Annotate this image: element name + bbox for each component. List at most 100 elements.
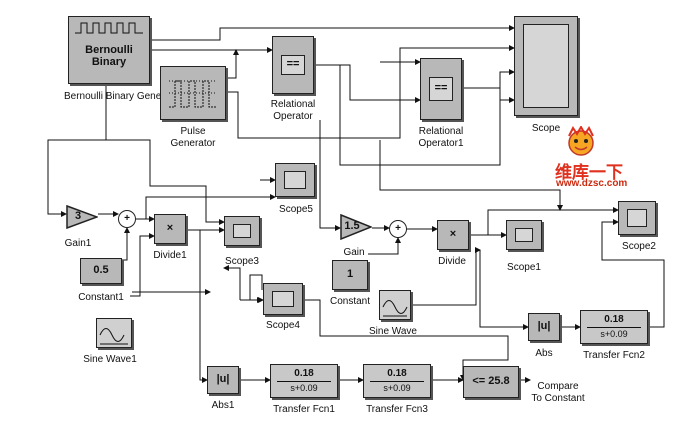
signal-line bbox=[130, 233, 155, 297]
constant-label: Constant bbox=[329, 296, 371, 307]
bernoulli-block[interactable]: Bernoulli Binary bbox=[68, 16, 150, 84]
pulse-wave-icon bbox=[169, 80, 217, 108]
relop-block[interactable]: == bbox=[272, 36, 314, 94]
signal-line bbox=[199, 230, 208, 383]
sinewave1-block[interactable] bbox=[96, 318, 132, 348]
abs1-value: |u| bbox=[216, 373, 230, 386]
sine-wave-icon bbox=[99, 328, 128, 345]
scope5-label: Scope5 bbox=[279, 204, 313, 215]
relop-value: == bbox=[286, 58, 300, 71]
tf1-numerator: 0.18 bbox=[294, 367, 314, 379]
signal-line bbox=[226, 49, 239, 79]
signal-line bbox=[487, 207, 619, 235]
signal-line bbox=[150, 25, 515, 41]
sum1-sum-icon[interactable]: + bbox=[118, 210, 136, 228]
pulse-label: Pulse Generator bbox=[170, 126, 216, 149]
tf1-denominator: s+0.09 bbox=[290, 383, 318, 394]
scope-block[interactable] bbox=[514, 16, 578, 116]
signal-line bbox=[479, 250, 529, 330]
relop1-block[interactable]: == bbox=[420, 58, 462, 120]
gain-value: 1.5 bbox=[344, 220, 360, 233]
gain-triangle-icon bbox=[66, 205, 98, 229]
watermark-url: www.dzsc.com bbox=[556, 178, 628, 189]
sum-sign: + bbox=[395, 222, 401, 234]
relop1-label: Relational Operator1 bbox=[418, 126, 464, 149]
mascot-logo-icon bbox=[568, 126, 594, 156]
operator-frame bbox=[429, 77, 453, 101]
scope4-label: Scope4 bbox=[266, 320, 300, 331]
signal-line bbox=[303, 299, 509, 381]
scope3-label: Scope3 bbox=[225, 256, 259, 267]
signal-line bbox=[319, 120, 341, 231]
signal-line bbox=[368, 237, 401, 255]
signal-line bbox=[106, 139, 225, 225]
scope5-block[interactable] bbox=[275, 163, 315, 197]
signal-line bbox=[120, 227, 130, 261]
tf3-label: Transfer Fcn3 bbox=[366, 404, 428, 415]
operator-frame bbox=[281, 55, 305, 75]
divide-label: Divide bbox=[438, 256, 466, 267]
tf1-label: Transfer Fcn1 bbox=[273, 404, 335, 415]
tf2-label: Transfer Fcn2 bbox=[583, 350, 645, 361]
divide-block[interactable]: × bbox=[437, 220, 469, 250]
pulse-block[interactable] bbox=[160, 66, 226, 120]
sine-wave-icon bbox=[382, 300, 408, 317]
signal-line bbox=[379, 140, 563, 211]
tf2-denominator: s+0.09 bbox=[600, 329, 628, 340]
signal-line bbox=[412, 247, 481, 306]
scope-screen-icon bbox=[233, 224, 251, 238]
abs1-label: Abs1 bbox=[211, 400, 235, 411]
divide1-value: × bbox=[166, 222, 174, 235]
sinewave-block[interactable] bbox=[379, 290, 411, 320]
relop-label: Relational Operator bbox=[270, 99, 316, 122]
gain-triangle-icon bbox=[340, 214, 372, 240]
watermark-title: 维库一下 bbox=[555, 163, 623, 182]
compare-label: Compare To Constant bbox=[531, 381, 585, 404]
tf1-block[interactable]: 0.18 s+0.09 bbox=[270, 364, 338, 398]
scope-screen-icon bbox=[284, 171, 306, 189]
sum1-sign: + bbox=[124, 212, 130, 224]
abs1-block[interactable]: |u| bbox=[207, 366, 239, 394]
scope-screen-icon bbox=[627, 209, 647, 227]
scope-screen-icon bbox=[515, 228, 533, 242]
sinewave-label: Sine Wave bbox=[369, 326, 417, 337]
signal-line bbox=[314, 64, 515, 166]
constant1-block[interactable]: 0.5 bbox=[80, 258, 122, 284]
signal-line bbox=[314, 64, 421, 103]
constant1-label: Constant1 bbox=[78, 292, 124, 303]
bernoulli-label: Bernoulli Binary Generator bbox=[64, 91, 182, 102]
scope-screen-icon bbox=[523, 24, 569, 108]
sum-sum-icon[interactable]: + bbox=[389, 220, 407, 238]
gain-block[interactable]: 1.5 bbox=[340, 214, 372, 240]
constant1-value: 0.5 bbox=[93, 264, 109, 277]
divide1-block[interactable]: × bbox=[154, 214, 186, 244]
scope3-block[interactable] bbox=[224, 216, 260, 246]
scope-label: Scope bbox=[531, 123, 561, 134]
scope-screen-icon bbox=[272, 291, 294, 307]
divide-value: × bbox=[449, 228, 457, 241]
gain1-block[interactable]: 3 bbox=[66, 205, 98, 229]
scope2-label: Scope2 bbox=[622, 241, 656, 252]
compare-block[interactable]: <= 25.8 bbox=[463, 366, 519, 398]
scope2-block[interactable] bbox=[618, 201, 656, 235]
signal-line bbox=[223, 265, 241, 300]
divide1-label: Divide1 bbox=[153, 250, 187, 261]
gain-label: Gain bbox=[343, 247, 365, 258]
constant-value: 1 bbox=[346, 268, 354, 281]
abs-block[interactable]: |u| bbox=[528, 313, 560, 341]
signal-line bbox=[47, 84, 107, 217]
gain1-value: 3 bbox=[74, 210, 82, 223]
scope4-block[interactable] bbox=[263, 283, 303, 315]
gain1-label: Gain1 bbox=[64, 238, 92, 249]
scope1-block[interactable] bbox=[506, 220, 542, 250]
signal-line bbox=[249, 274, 264, 303]
abs-value: |u| bbox=[537, 320, 551, 333]
bernoulli-icon-text: Bernoulli Binary bbox=[85, 44, 133, 68]
constant-block[interactable]: 1 bbox=[332, 260, 368, 290]
